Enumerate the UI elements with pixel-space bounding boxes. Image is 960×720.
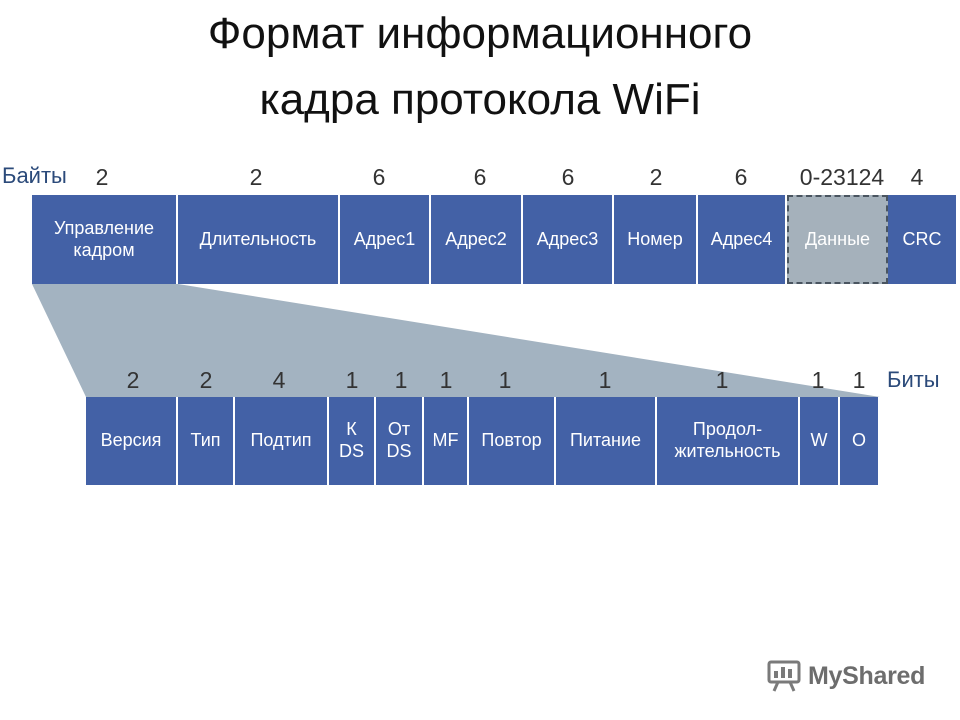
bits-size-6: 1 [439, 367, 453, 393]
bits-size-5: 1 [394, 367, 408, 393]
field-label: Продол- жительность [674, 419, 781, 461]
field-label: CRC [902, 228, 942, 249]
field-label: O [851, 430, 866, 451]
bits-field-4: К DS [329, 397, 376, 485]
field-label: Данные [804, 228, 871, 249]
field-label: Повтор [481, 430, 542, 451]
field-label: Тип [190, 430, 221, 451]
field-label: Адрес1 [353, 228, 416, 249]
bits-size-11: 1 [852, 367, 866, 393]
bytes-size-3: 6 [372, 164, 386, 190]
field-label: Подтип [250, 430, 312, 451]
bytes-size-4: 6 [473, 164, 487, 190]
bits-field-6: MF [424, 397, 469, 485]
bits-size-9: 1 [715, 367, 729, 393]
bytes-field-3: Адрес1 [340, 195, 431, 284]
bits-size-3: 4 [272, 367, 286, 393]
bytes-field-7: Адрес4 [698, 195, 787, 284]
bits-size-10: 1 [811, 367, 825, 393]
bytes-size-2: 2 [249, 164, 263, 190]
bits-field-2: Тип [178, 397, 235, 485]
bytes-size-1: 2 [95, 164, 109, 190]
bytes-size-7: 6 [734, 164, 748, 190]
myshared-watermark: MyShared [766, 656, 925, 696]
field-label: Длительность [199, 228, 317, 249]
bytes-field-2: Длительность [178, 195, 340, 284]
field-label: Версия [100, 430, 162, 451]
bits-field-10: W [800, 397, 840, 485]
field-label: Номер [627, 228, 683, 249]
field-label: Управление кадром [53, 217, 155, 260]
bytes-field-5: Адрес3 [523, 195, 614, 284]
expansion-fan-shape [32, 284, 880, 397]
bits-size-7: 1 [498, 367, 512, 393]
bytes-field-4: Адрес2 [431, 195, 523, 284]
bits-field-7: Повтор [469, 397, 556, 485]
bytes-size-5: 6 [561, 164, 575, 190]
bits-size-1: 2 [126, 367, 140, 393]
bytes-field-9: CRC [888, 195, 958, 284]
bytes-size-8: 0-23124 [799, 164, 885, 190]
field-label: Адрес2 [445, 228, 507, 249]
presentation-board-icon [767, 660, 801, 692]
bits-row-label: Биты [887, 367, 940, 392]
slide-title-line-2: кадра протокола WiFi [259, 75, 701, 124]
bytes-size-9: 4 [910, 164, 924, 190]
bytes-field-8: Данные [787, 195, 888, 284]
bits-size-8: 1 [598, 367, 612, 393]
bytes-field-6: Номер [614, 195, 698, 284]
bits-field-3: Подтип [235, 397, 329, 485]
field-label: От DS [386, 419, 412, 461]
field-label: Адрес4 [710, 228, 773, 249]
bytes-field-1: Управление кадром [32, 195, 178, 284]
bytes-row-label: Байты [2, 163, 67, 188]
bits-field-9: Продол- жительность [657, 397, 800, 485]
field-label: Адрес3 [536, 228, 599, 249]
field-label: К DS [338, 419, 364, 461]
slide-title-line-1: Формат информационного [207, 9, 753, 58]
bytes-size-6: 2 [649, 164, 663, 190]
field-label: Питание [569, 430, 642, 451]
bits-size-2: 2 [199, 367, 213, 393]
bits-field-8: Питание [556, 397, 657, 485]
bits-field-1: Версия [86, 397, 178, 485]
bits-field-5: От DS [376, 397, 424, 485]
bits-field-11: O [840, 397, 880, 485]
watermark-text: MyShared [808, 661, 926, 690]
field-label: MF [432, 430, 459, 451]
field-label: W [810, 430, 828, 451]
bits-size-4: 1 [345, 367, 359, 393]
